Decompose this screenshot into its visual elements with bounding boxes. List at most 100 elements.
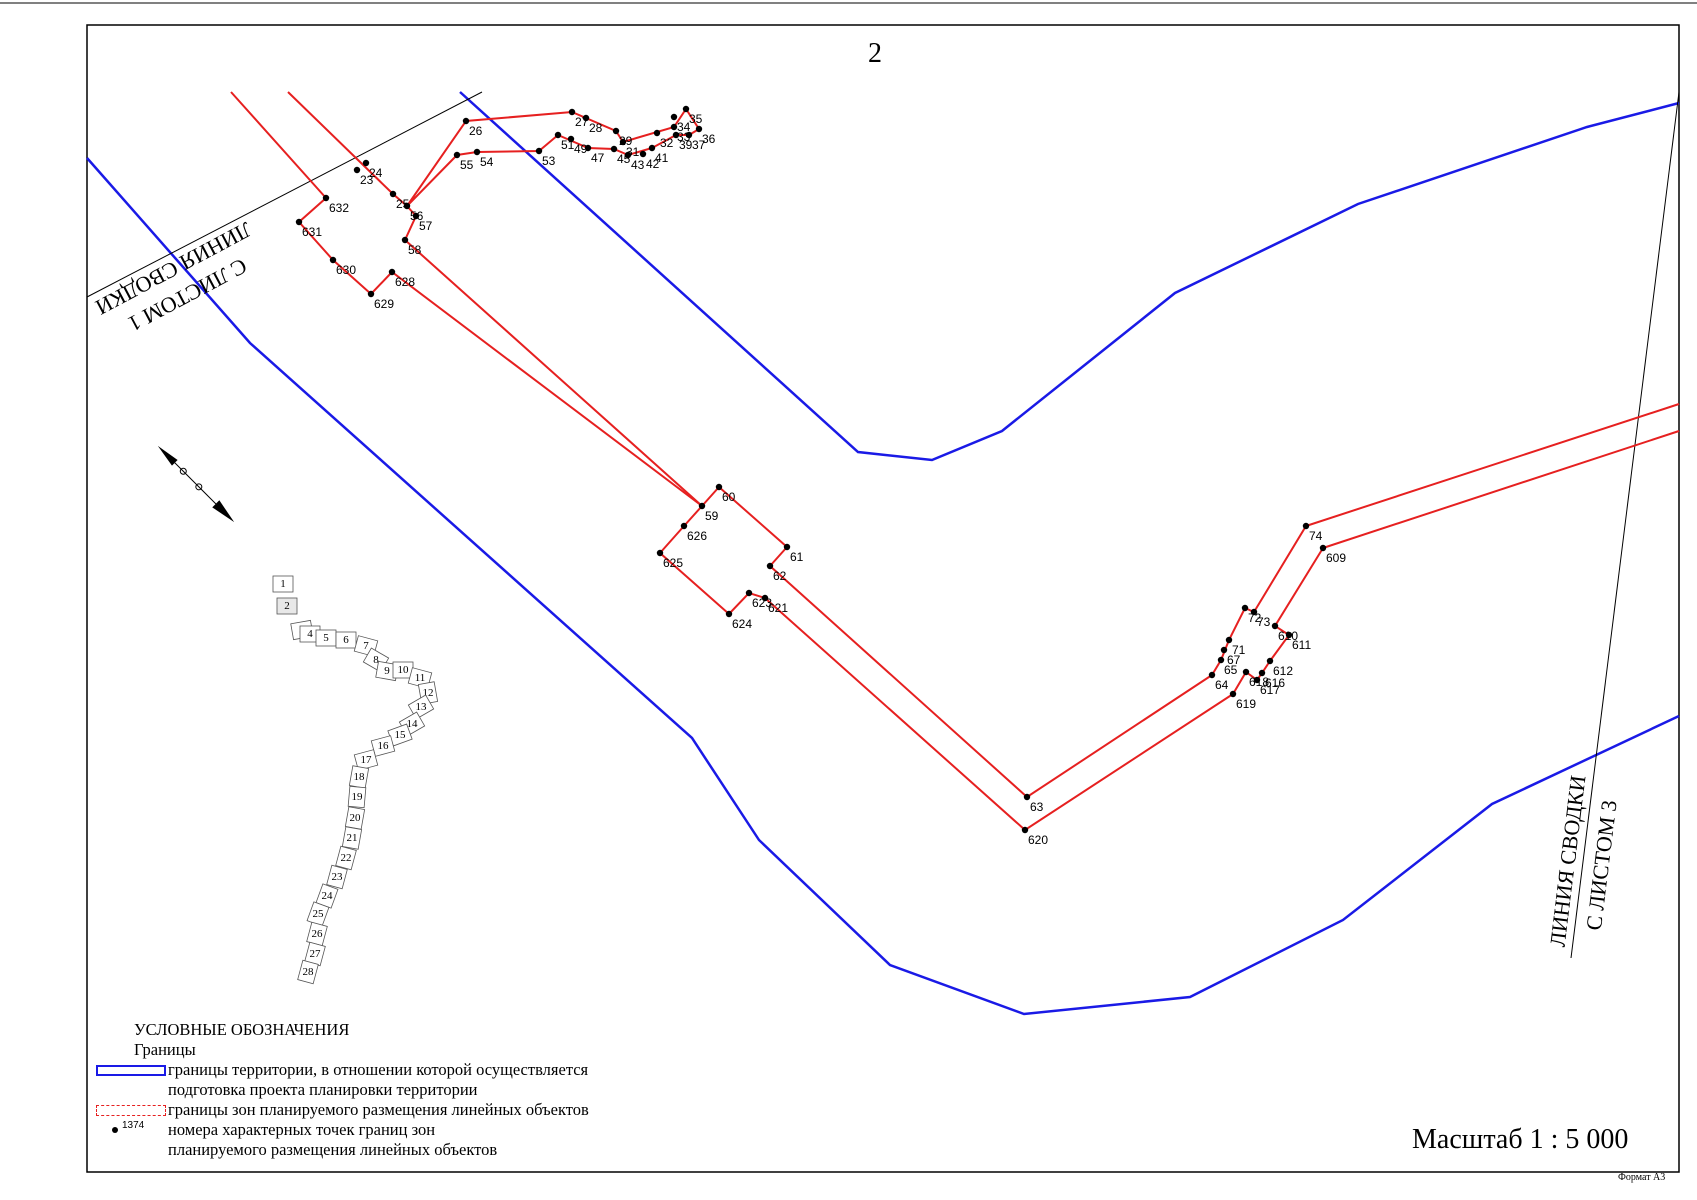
point-marker-618 [1242,668,1250,676]
point-label-62: 62 [773,569,787,583]
point-label-626: 626 [687,529,707,543]
index-sheet-22: 22 [335,845,357,871]
svg-text:11: 11 [415,672,426,684]
svg-text:16: 16 [378,740,390,752]
point-label-35: 35 [689,112,703,126]
point-marker-33 [670,123,678,131]
point-label-61: 61 [790,550,804,564]
index-sheet-6: 6 [335,631,357,649]
sheet-number: 2 [868,38,882,69]
point-label-632: 632 [329,201,349,215]
point-label-621: 621 [768,601,788,615]
index-sheet-25: 25 [306,901,330,927]
characteristic-points: 2627282931323334353637394142434547495153… [295,105,1346,847]
point-marker-26 [462,117,470,125]
point-label-629: 629 [374,297,394,311]
point-marker-31 [619,138,627,146]
zone-boundaries [230,91,1680,832]
point-marker-51 [554,131,562,139]
point-label-58: 58 [408,243,422,257]
index-sheet-18: 18 [348,765,370,789]
point-marker-28 [582,114,590,122]
point-marker-623 [745,589,753,597]
point-marker-43 [624,151,632,159]
point-marker-619 [1229,690,1237,698]
point-label-28: 28 [589,121,603,135]
point-label-73: 73 [1257,615,1271,629]
point-marker-24 [362,159,370,167]
svg-text:23: 23 [332,871,344,883]
svg-text:19: 19 [352,791,364,803]
point-label-623: 623 [752,596,772,610]
svg-text:26: 26 [312,928,324,940]
point-label-42: 42 [646,157,660,171]
point-label-59: 59 [705,509,719,523]
svg-text:9: 9 [384,665,390,677]
match-line-sheet-1 [86,91,483,298]
point-marker-54 [473,148,481,156]
point-label-72: 72 [1248,611,1262,625]
point-marker-620 [1021,826,1029,834]
point-marker-56 [403,202,411,210]
territory-boundary-right [459,91,1680,462]
index-sheet-16: 16 [370,735,396,757]
point-marker-25 [389,190,397,198]
index-sheet-23: 23 [326,864,348,890]
point-marker-59 [698,502,706,510]
point-label-47: 47 [591,151,605,165]
point-marker-630 [329,256,337,264]
svg-text:5: 5 [323,632,329,644]
point-marker-41 [648,144,656,152]
svg-text:1: 1 [280,578,286,590]
blue-boundary-swatch-icon [96,1065,166,1076]
point-marker-621 [761,594,769,602]
north-arrow-icon [157,445,235,523]
point-label-36: 36 [702,132,716,146]
index-sheet-2: 2 [276,597,298,615]
index-sheet-17: 17 [353,749,379,771]
legend-item-points: 1374 номера характерных точек границ зон… [96,1120,716,1160]
svg-text:25: 25 [313,908,325,920]
point-label-26: 26 [469,124,483,138]
point-marker-631 [295,218,303,226]
index-sheet-21: 21 [341,826,363,850]
legend-item-points-line2: планируемого размещения линейных объекто… [168,1140,498,1159]
point-marker-32 [653,129,661,137]
svg-text:17: 17 [361,754,373,766]
svg-text:12: 12 [423,687,434,699]
point-label-65: 65 [1224,663,1238,677]
sheet-index-map: 1234567891011121314151617181920212223242… [272,575,439,985]
point-label-611: 611 [1292,638,1311,652]
point-marker-67 [1220,646,1228,654]
match-line-sheet-3 [1570,91,1680,959]
point-label-609: 609 [1326,551,1346,565]
point-marker-58 [401,236,409,244]
point-marker-71 [1225,636,1233,644]
legend-item-territory: границы территории, в отношении которой … [96,1060,716,1100]
point-label-620: 620 [1028,833,1048,847]
point-marker-626 [680,522,688,530]
legend-item-territory-line1: границы территории, в отношении которой … [168,1060,589,1079]
legend-title: УСЛОВНЫЕ ОБОЗНАЧЕНИЯ [134,1020,350,1039]
point-label-71: 71 [1232,643,1246,657]
point-dot-icon [112,1127,118,1133]
point-label-43: 43 [631,158,645,172]
scale-label: Масштаб 1 : 5 000 [1412,1124,1629,1155]
point-label-630: 630 [336,263,356,277]
svg-text:18: 18 [354,771,366,783]
point-marker-49 [567,135,575,143]
point-marker-27 [568,108,576,116]
point-label-60: 60 [722,490,736,504]
point-marker-62 [766,562,774,570]
svg-text:15: 15 [395,729,407,741]
index-sheet-28: 28 [297,959,319,985]
point-marker-611 [1285,631,1293,639]
svg-text:27: 27 [310,948,322,960]
point-label-619: 619 [1236,697,1256,711]
point-label-25: 25 [396,197,410,211]
point-label-67: 67 [1227,653,1241,667]
format-label: Формат А3 [1618,1172,1666,1183]
point-label-24: 24 [369,166,383,180]
point-marker-73 [1250,608,1258,616]
